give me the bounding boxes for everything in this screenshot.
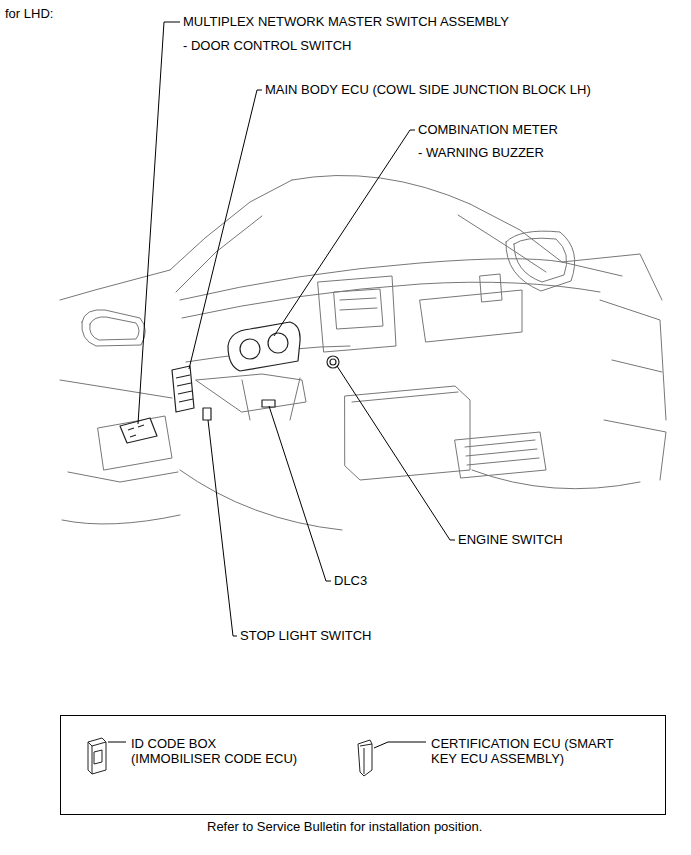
part-label: MULTIPLEX NETWORK MASTER SWITCH ASSEMBLY (183, 14, 509, 30)
part-label: CERTIFICATION ECU (SMART KEY ECU ASSEMBL… (431, 736, 620, 766)
part-label: ID CODE BOX (IMMOBILISER CODE ECU) (131, 736, 304, 766)
note-box: ID CODE BOX (IMMOBILISER CODE ECU) CERTIF… (60, 715, 666, 815)
part-label: - WARNING BUZZER (418, 145, 544, 161)
part-label: COMBINATION METER (418, 122, 558, 138)
part-label: - DOOR CONTROL SWITCH (183, 38, 352, 54)
note-text: Refer to Service Bulletin for installati… (207, 819, 482, 835)
part-label: STOP LIGHT SWITCH (240, 628, 371, 644)
part-label: ENGINE SWITCH (458, 532, 563, 548)
part-label: MAIN BODY ECU (COWL SIDE JUNCTION BLOCK … (265, 82, 591, 98)
part-label: DLC3 (334, 573, 367, 589)
diagram-title: for LHD: (5, 6, 53, 22)
